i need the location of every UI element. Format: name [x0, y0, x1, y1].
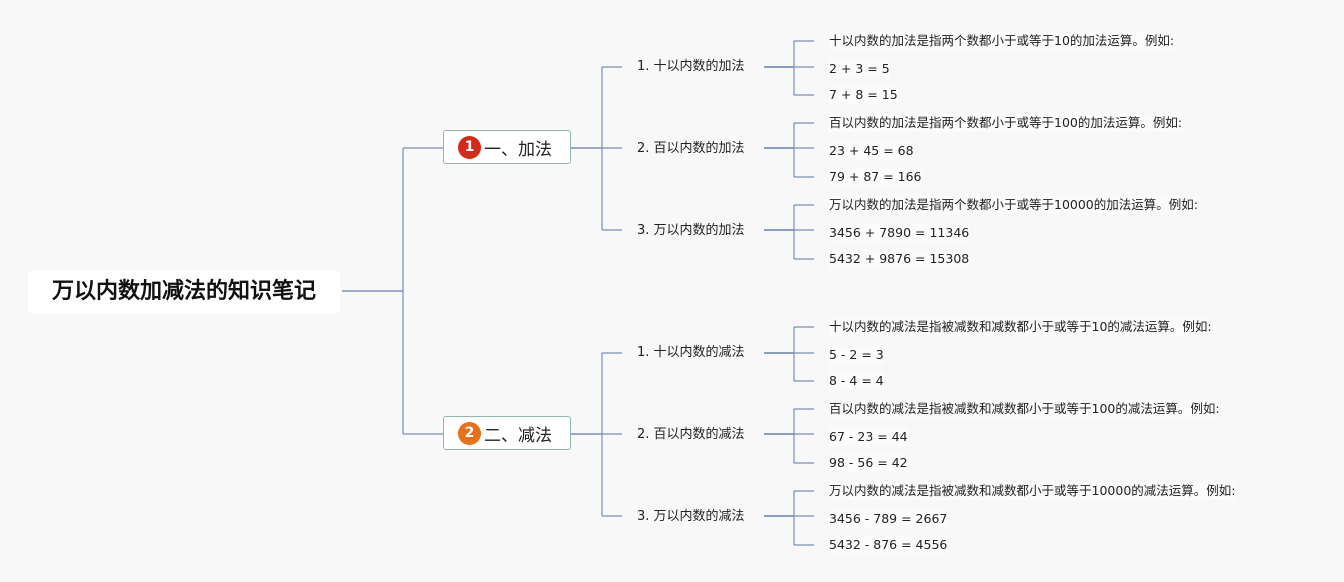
leaf-example[interactable]: 79 + 87 = 166 [829, 168, 922, 186]
leaf-example[interactable]: 5432 - 876 = 4556 [829, 536, 948, 554]
leaf-definition[interactable]: 万以内数的减法是指被减数和减数都小于或等于10000的减法运算。例如: [829, 482, 1236, 500]
branch-label: 二、减法 [484, 425, 552, 446]
subtopic-add-100[interactable]: 2. 百以内数的加法 [637, 141, 745, 156]
leaf-example[interactable]: 67 - 23 = 44 [829, 428, 908, 446]
leaf-definition[interactable]: 万以内数的加法是指两个数都小于或等于10000的加法运算。例如: [829, 196, 1198, 214]
leaf-example[interactable]: 7 + 8 = 15 [829, 86, 898, 104]
branch-label: 一、加法 [484, 139, 552, 160]
subtopic-sub-10000[interactable]: 3. 万以内数的减法 [637, 509, 745, 524]
leaf-definition[interactable]: 百以内数的加法是指两个数都小于或等于100的加法运算。例如: [829, 114, 1183, 132]
number-badge: 1 [458, 135, 481, 159]
leaf-definition[interactable]: 十以内数的加法是指两个数都小于或等于10的加法运算。例如: [829, 32, 1175, 50]
leaf-example[interactable]: 5432 + 9876 = 15308 [829, 250, 970, 268]
branch-addition[interactable]: 1 一、加法 [443, 130, 571, 164]
subtopic-sub-100[interactable]: 2. 百以内数的减法 [637, 427, 745, 442]
branch-subtraction[interactable]: 2 二、减法 [443, 416, 571, 450]
subtopic-add-10000[interactable]: 3. 万以内数的加法 [637, 223, 745, 238]
leaf-example[interactable]: 5 - 2 = 3 [829, 346, 884, 364]
leaf-example[interactable]: 23 + 45 = 68 [829, 142, 914, 160]
leaf-example[interactable]: 8 - 4 = 4 [829, 372, 884, 390]
root-topic[interactable]: 万以内数加减法的知识笔记 [28, 270, 340, 314]
leaf-example[interactable]: 98 - 56 = 42 [829, 454, 908, 472]
leaf-example[interactable]: 3456 + 7890 = 11346 [829, 224, 970, 242]
subtopic-sub-10[interactable]: 1. 十以内数的减法 [637, 345, 745, 360]
number-badge: 2 [458, 421, 481, 445]
leaf-example[interactable]: 3456 - 789 = 2667 [829, 510, 948, 528]
leaf-definition[interactable]: 百以内数的减法是指被减数和减数都小于或等于100的减法运算。例如: [829, 400, 1220, 418]
leaf-example[interactable]: 2 + 3 = 5 [829, 60, 890, 78]
leaf-definition[interactable]: 十以内数的减法是指被减数和减数都小于或等于10的减法运算。例如: [829, 318, 1212, 336]
subtopic-add-10[interactable]: 1. 十以内数的加法 [637, 59, 745, 74]
